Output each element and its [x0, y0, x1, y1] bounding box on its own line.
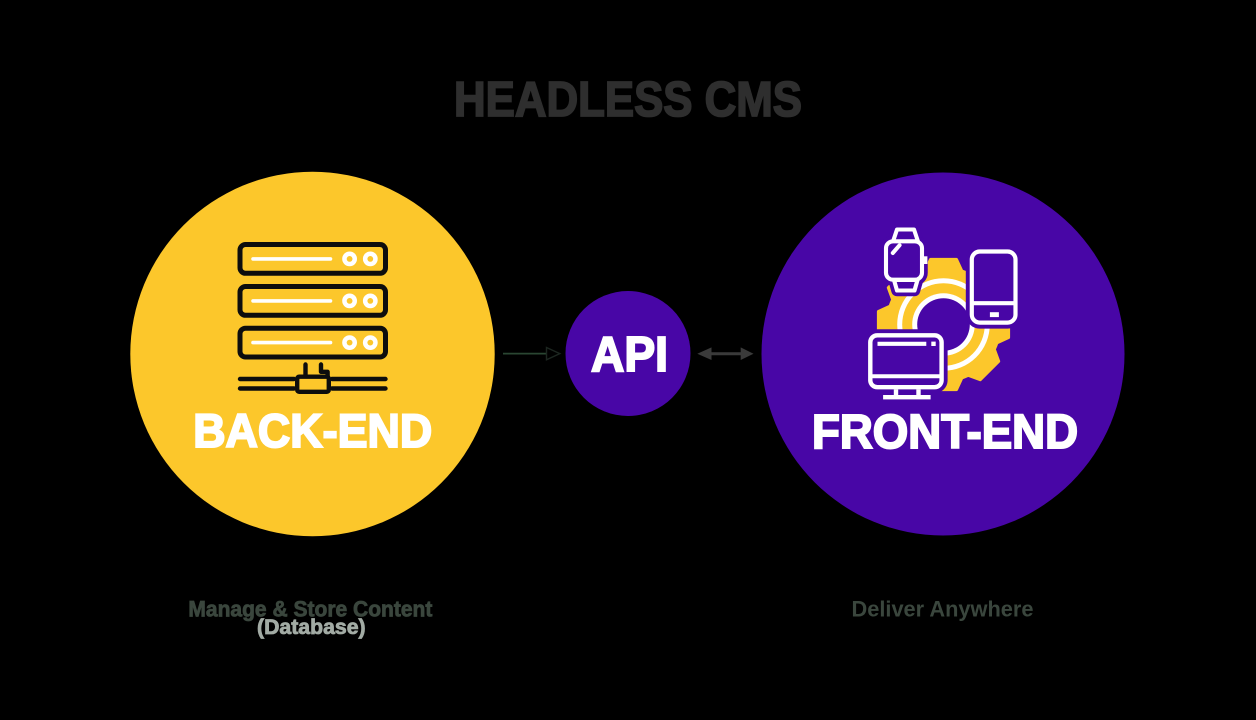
- svg-text:API: API: [591, 328, 668, 382]
- svg-text:(Database): (Database): [257, 616, 366, 639]
- svg-text:FRONT-END: FRONT-END: [812, 406, 1078, 459]
- svg-text:Deliver Anywhere: Deliver Anywhere: [852, 597, 1034, 622]
- svg-text:HEADLESS CMS: HEADLESS CMS: [454, 73, 802, 127]
- svg-text:BACK-END: BACK-END: [193, 405, 432, 458]
- svg-text:Manage & Store Content: Manage & Store Content: [188, 596, 433, 621]
